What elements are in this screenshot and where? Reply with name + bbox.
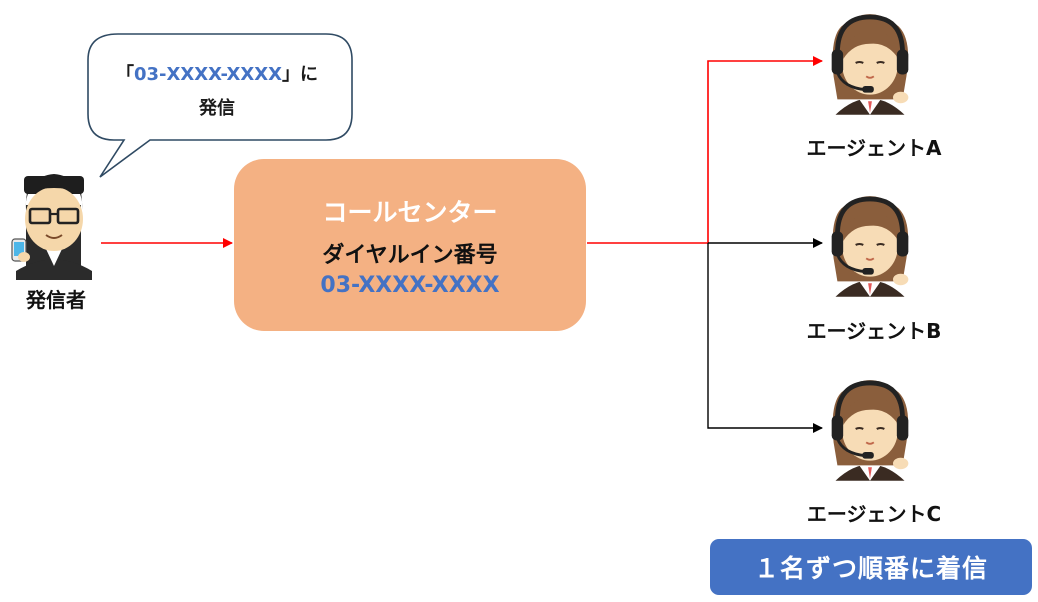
sequential-ring-note: １名ずつ順番に着信 — [710, 539, 1032, 595]
agent-a-icon — [832, 14, 909, 115]
call-center-title: コールセンター — [322, 197, 498, 227]
speech-bubble — [87, 33, 353, 178]
agent-b-icon — [832, 196, 909, 297]
agent-c-icon — [832, 380, 909, 481]
route-to-agent-a — [587, 56, 823, 244]
call-center-subtitle: ダイヤルイン番号 — [322, 242, 498, 268]
bubble-close-suffix: 」に — [282, 64, 319, 85]
caller-person-icon — [11, 174, 92, 280]
agent-b-label: エージェントB — [806, 319, 942, 343]
bubble-open-bracket: 「 — [115, 64, 134, 85]
call-center-number: 03-XXXX-XXXX — [320, 272, 500, 298]
speech-bubble-line1: 「03-XXXX-XXXX」に — [92, 58, 342, 92]
agent-a-label: エージェントA — [806, 136, 942, 160]
bubble-phone-number: 03-XXXX-XXXX — [133, 64, 283, 85]
speech-bubble-text: 「03-XXXX-XXXX」に 発信 — [92, 58, 342, 126]
speech-bubble-line2: 発信 — [199, 98, 235, 119]
call-center-box: コールセンター ダイヤルイン番号 03-XXXX-XXXX — [234, 159, 586, 331]
route-to-agent-c — [707, 243, 823, 433]
caller-label: 発信者 — [26, 288, 86, 312]
agent-c-label: エージェントC — [806, 502, 942, 526]
